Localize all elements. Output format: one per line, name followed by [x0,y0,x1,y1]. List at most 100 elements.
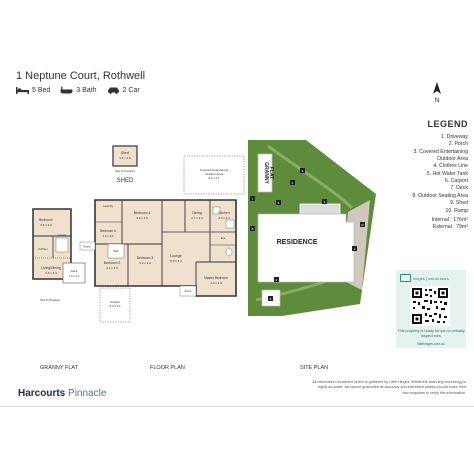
car-icon [107,87,119,94]
site-marker [360,222,365,227]
shed-plan: Shed 3.2 x 2.6 (Not In Position) SHED [112,145,138,184]
room-name: Master Bedroom [204,276,228,280]
site-marker [352,246,357,251]
carport-name: Carport [110,300,120,304]
legend-item: 1. Driveway [440,133,468,140]
beds-spec: 5 Bed [16,86,50,94]
site-plan: RESIDENCE GRANNY FLAT 1 2 3 4 5 6 7 8 9 … [248,140,376,316]
gf-room-name: Living/Dining [41,266,61,270]
site-marker-label: 2 [276,278,278,282]
gf-room-name: Deck [71,269,78,273]
room-dims: 2.7 x 3.4 [191,216,203,220]
external-area: External : 79m² [432,224,468,231]
residence-footprint [257,213,355,283]
beds-count: 5 Bed [32,86,51,94]
room-name: Laundry [103,204,114,208]
site-marker [250,226,255,231]
site-marker [300,168,305,173]
property-specs: 5 Bed 3 Bath 2 Car [16,86,140,94]
north-compass-icon: N [433,82,441,104]
room-dims: 3.0 x 3.4 [218,216,230,220]
legend-item: 6. Carport [444,178,468,185]
legend: LEGEND 1. Driveway 2. Porch 3. Covered E… [386,118,468,232]
legend-title: LEGEND [427,119,468,129]
virtual-tour-url[interactable]: littlehinges.com.au [417,342,445,346]
granny-flat-label-1: GRANNY [263,162,269,184]
shed-room [112,145,138,167]
legend-item: Outdoor Area [437,155,468,162]
bed-icon [16,87,29,94]
hinges-logo-icon [400,274,411,282]
room-name: Bedroom 4 [134,211,151,215]
property-address: 1 Neptune Court, Rothwell [16,70,146,82]
legend-item: 10. Ramp [445,207,469,214]
room-name: Porch [185,289,192,293]
site-marker-label: 6 [270,297,272,301]
floor-plan-label: FLOOR PLAN [150,365,185,371]
site-marker-label: 9 [302,169,304,173]
internal-area: Internal : 176m² [431,216,468,223]
legend-item: 4. Clothes Line [433,163,468,170]
room-dims: 5.0 x 5.0 [170,259,182,263]
area-summary: Internal : 176m² External : 79m² [386,217,468,232]
room-name: Ens [221,236,226,240]
granny-flat-label-2: FLAT [268,167,274,179]
room-dims: 4.0 x 4.0 [210,281,222,285]
ramp-label: Ramp [84,245,91,249]
qr-code-icon[interactable] [410,286,450,326]
site-marker [250,196,255,201]
gf-room-name: Bedroom [39,218,53,222]
room-dims: 3.0 x 3.5 [106,266,118,270]
carport [99,287,131,323]
site-marker-label: 10 [361,224,364,227]
shed-room-dims: 3.2 x 2.6 [119,156,131,160]
room-name: Lounge [170,254,181,258]
gf-deck [62,262,86,284]
covered-area-name-2: Outdoor Area [205,172,223,176]
agency-branch: Pinnacle [68,388,107,399]
legend-item: 2. Porch [448,141,468,148]
covered-area-dims: 9.3 x 4.3 [209,176,220,180]
legend-item: 5. Hot Water Tank [426,170,468,177]
baths-count: 3 Bath [76,86,97,94]
gf-room-dims: 3.6 x 4.4 [45,271,57,275]
cars-count: 2 Car [122,86,140,94]
virtual-tour-card[interactable]: hinges | virtual tours This property is … [396,270,466,348]
site-marker-label: 7 [252,197,254,201]
virtual-tour-logo: hinges | virtual tours [400,274,449,282]
gf-room-dims: 3.6 x 3.3 [40,223,52,227]
room-dims: 3.0 x 3.0 [103,234,114,238]
room-dims: 3.0 x 3.0 [139,261,151,265]
covered-area-name: Covered Entertaining [200,168,229,172]
gf-room-name: Kitchen [38,247,48,251]
legend-item: 7. Deck [450,185,468,192]
granny-flat-plan-label: GRANNY FLAT [40,365,78,371]
site-marker-label: 4 [292,181,294,185]
baths-spec: 3 Bath [60,86,97,94]
legend-item: 3. Covered Entertaining [413,148,468,155]
legend-item: 9. Shed [450,200,468,207]
site-marker-label: 3 [324,200,326,204]
site-plan-label: SITE PLAN [300,365,329,371]
shed-room-name: Shed [121,151,129,155]
site-marker-label: 5 [278,201,280,205]
gf-note: (Not In Position) [40,298,60,302]
granny-flat-plan: Bedroom 3.6 x 3.3 Ensuite Kitchen Living… [32,208,86,302]
gf-room-name: Ensuite [58,233,67,237]
agency-name: Harcourts [18,388,66,399]
site-marker [268,296,273,301]
footer-divider [0,406,474,407]
gf-room-dims: 1.5 x 2.2 [69,274,80,278]
disclaimer: All information contained herein is gath… [312,380,466,395]
carport-dims: 6.0 x 5.0 [110,304,121,308]
covered-outdoor-area [183,155,245,195]
agency-logo: Harcourts Pinnacle [18,388,106,399]
porch [179,285,197,297]
room-name: Bedroom 2 [104,261,121,265]
legend-item: 8. Outdoor Seating Area [412,192,468,199]
site-marker [274,277,279,282]
shed-note: (Not In Position) [115,169,135,173]
shed-title: SHED [117,178,134,184]
virtual-tour-caption: This property is ready for you to virtua… [397,329,465,339]
